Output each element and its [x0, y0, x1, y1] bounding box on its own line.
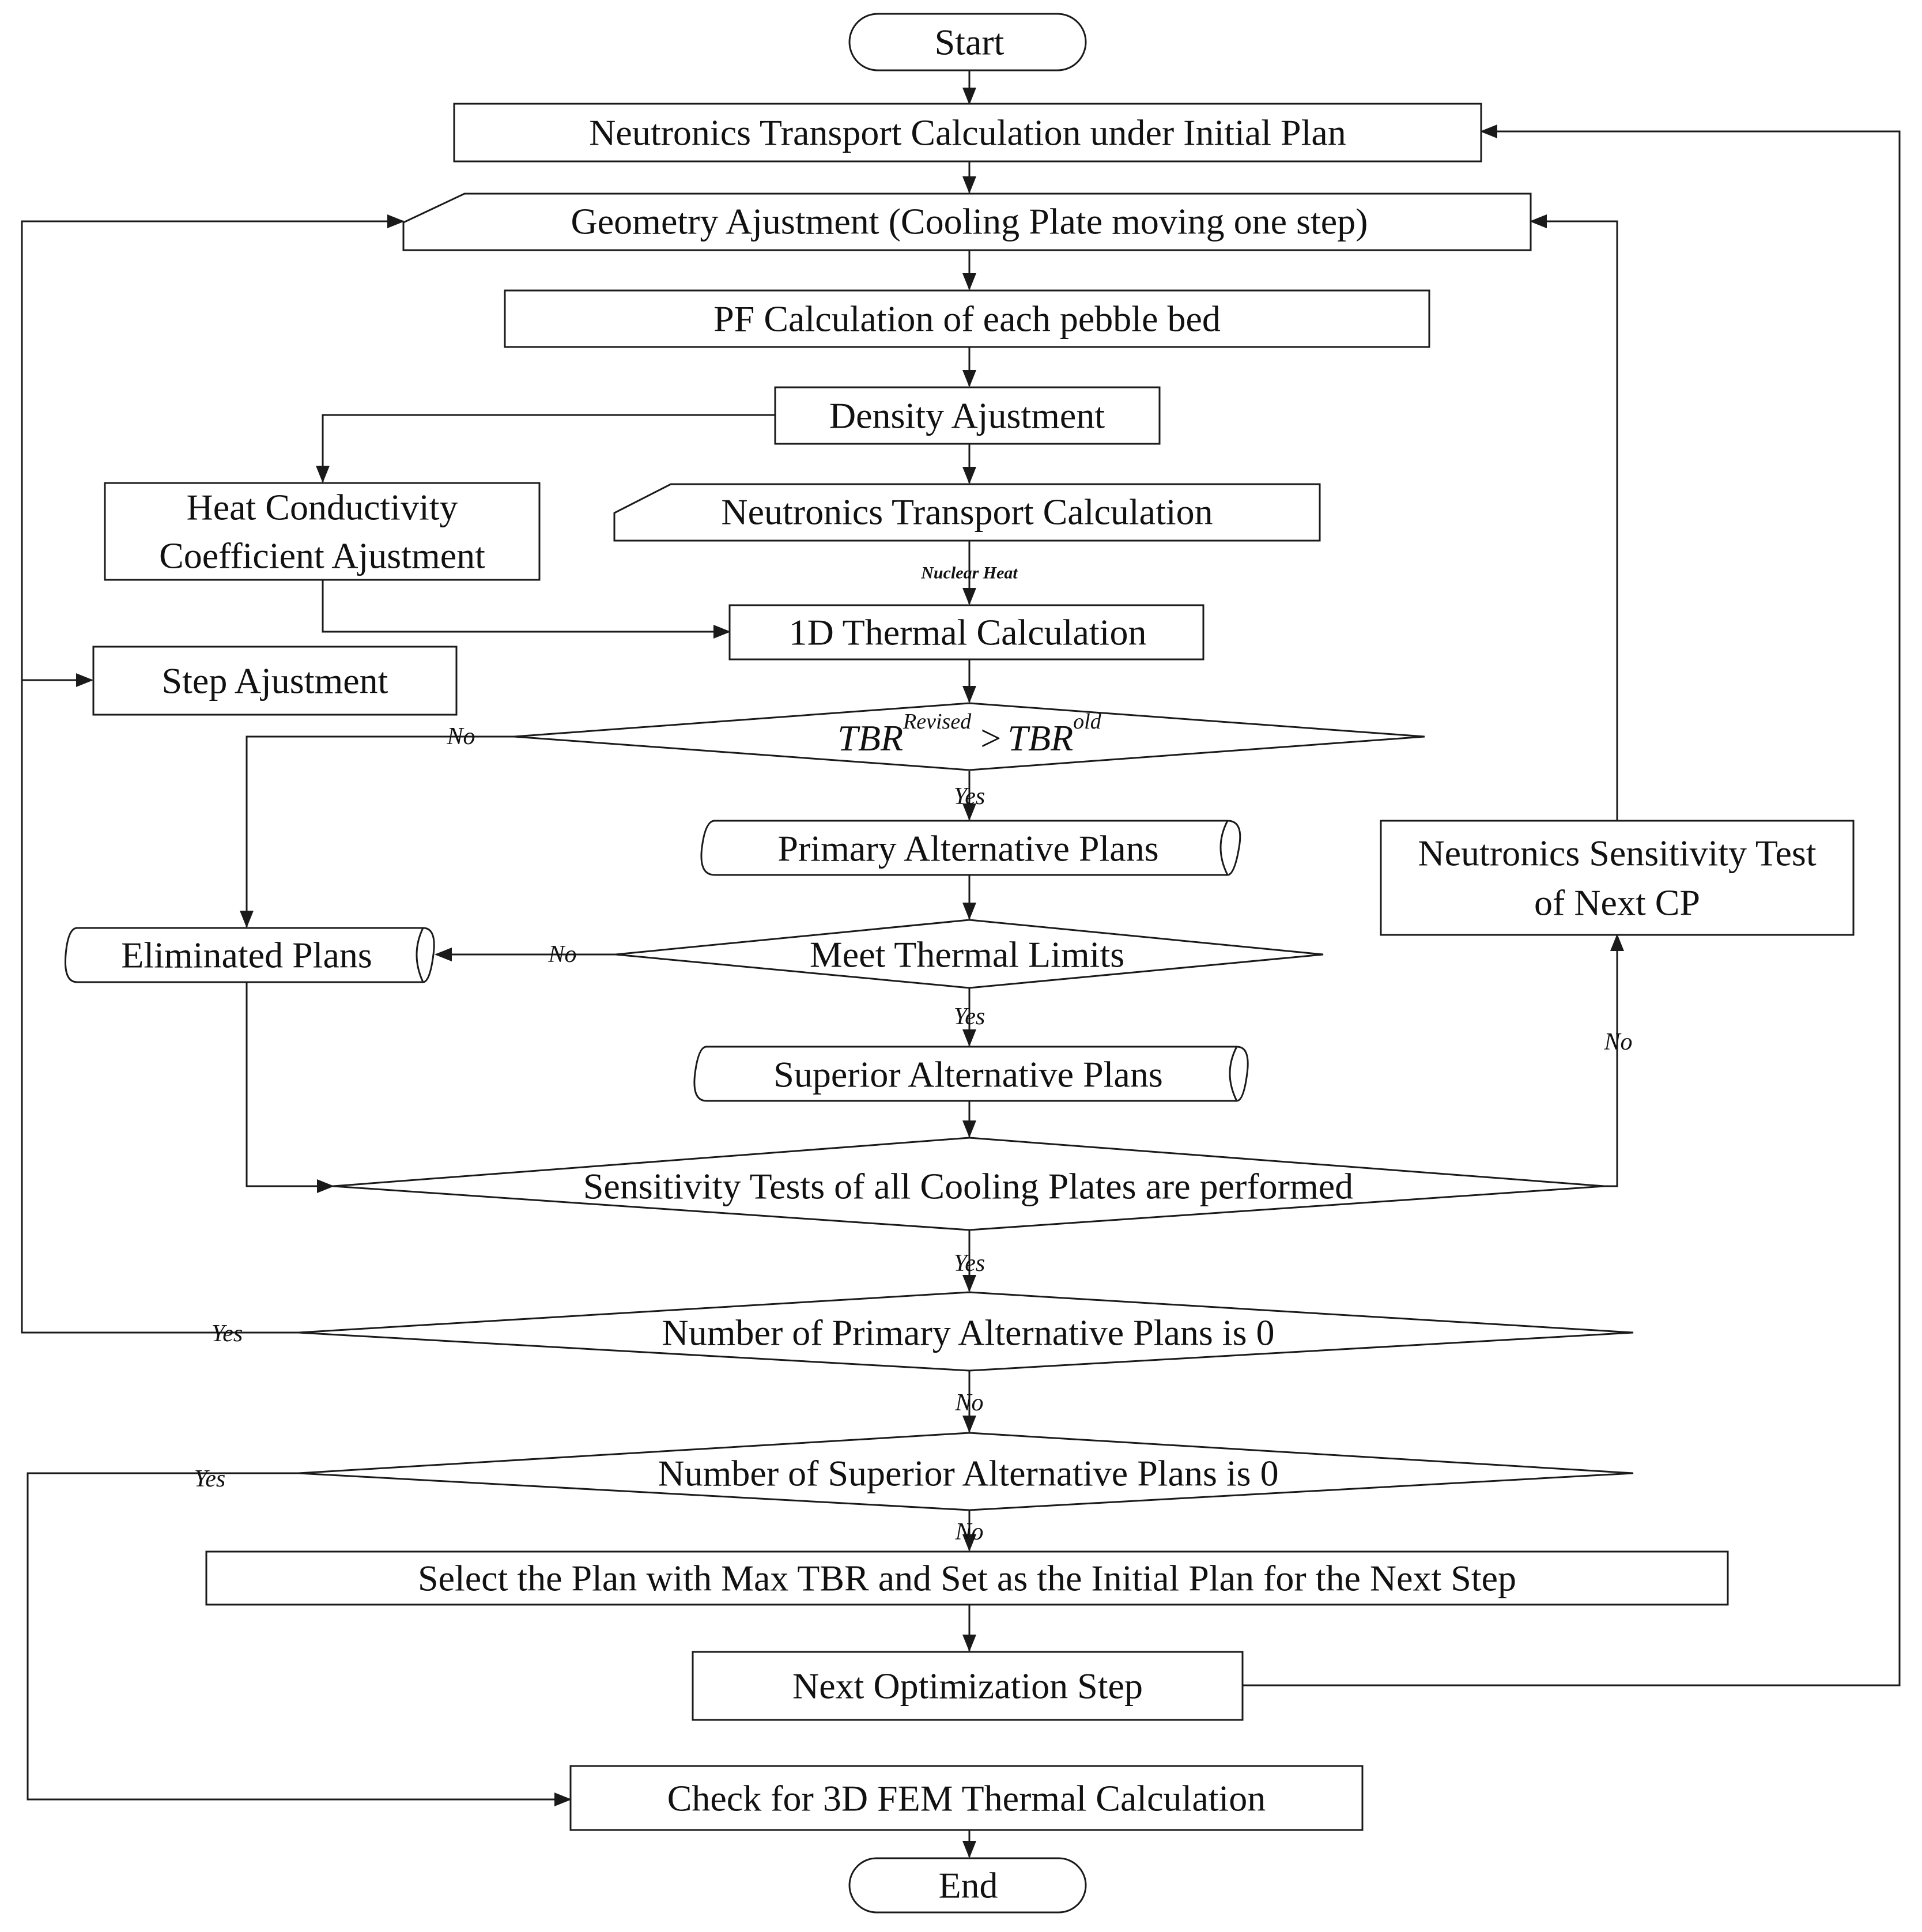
next-step-label: Next Optimization Step — [792, 1666, 1143, 1707]
sensitivity-all-node: Sensitivity Tests of all Cooling Plates … — [333, 1137, 1605, 1231]
edge-superior-yes-to-check3d — [27, 1472, 572, 1806]
edge-primary-yes-loop — [21, 214, 405, 1334]
pf-calculation-node: PF Calculation of each pebble bed — [504, 289, 1430, 348]
density-adjustment-label: Density Ajustment — [829, 395, 1105, 436]
pf-calculation-label: PF Calculation of each pebble bed — [713, 299, 1221, 339]
primary-zero-node: Number of Primary Alternative Plans is 0 — [298, 1291, 1634, 1372]
step-adjustment-node: Step Ajustment — [92, 646, 458, 716]
select-plan-node: Select the Plan with Max TBR and Set as … — [205, 1550, 1729, 1606]
start-label: Start — [935, 22, 1005, 63]
superior-zero-node: Number of Superior Alternative Plans is … — [298, 1432, 1634, 1511]
superior-no-label: No — [954, 1519, 983, 1545]
step-adjustment-label: Step Ajustment — [162, 661, 388, 701]
check-3d-label: Check for 3D FEM Thermal Calculation — [667, 1778, 1266, 1819]
tbr-yes-label: Yes — [954, 783, 985, 810]
superior-plans-label: Superior Alternative Plans — [773, 1054, 1162, 1095]
transport-initial-node: Neutronics Transport Calculation under I… — [453, 103, 1482, 163]
next-step-node: Next Optimization Step — [692, 1651, 1244, 1721]
primary-yes-label: Yes — [212, 1320, 243, 1347]
sensitivity-next-node: Neutronics Sensitivity Test of Next CP — [1380, 820, 1855, 936]
meet-thermal-label: Meet Thermal Limits — [810, 934, 1124, 975]
thermal-yes-label: Yes — [954, 1003, 985, 1030]
sens-no-label: No — [1603, 1029, 1632, 1055]
edge-next-step-to-transport — [1243, 124, 1901, 1686]
edge-density-to-heat-cond — [316, 414, 775, 483]
tbr-rhs: TBR — [1007, 718, 1073, 759]
tbr-rhs-sup: old — [1073, 710, 1102, 734]
geometry-adjustment-node: Geometry Ajustment (Cooling Plate moving… — [402, 193, 1532, 251]
tbr-compare-label: TBRRevised>TBRold — [837, 710, 1101, 759]
edge-heat-cond-to-thermal — [322, 580, 731, 639]
geometry-adjustment-label: Geometry Ajustment (Cooling Plate moving… — [571, 201, 1368, 242]
primary-zero-label: Number of Primary Alternative Plans is 0 — [662, 1312, 1275, 1353]
eliminated-plans-label: Eliminated Plans — [121, 935, 372, 976]
eliminated-plans-node: Eliminated Plans — [64, 927, 435, 983]
transport-calc-label: Neutronics Transport Calculation — [721, 492, 1213, 533]
sensitivity-next-label-2: of Next CP — [1534, 882, 1700, 923]
sensitivity-all-label: Sensitivity Tests of all Cooling Plates … — [583, 1166, 1353, 1207]
meet-thermal-node: Meet Thermal Limits — [615, 919, 1324, 989]
tbr-operator: > — [978, 718, 1003, 759]
sens-yes-label: Yes — [954, 1250, 985, 1277]
end-label: End — [938, 1865, 998, 1906]
nuclear-heat-label: Nuclear Heat — [920, 564, 1018, 583]
edge-eliminated-to-sens-all — [246, 982, 334, 1193]
primary-plans-label: Primary Alternative Plans — [777, 828, 1158, 869]
start-node: Start — [848, 13, 1087, 71]
sensitivity-next-label-1: Neutronics Sensitivity Test — [1418, 833, 1816, 874]
density-adjustment-node: Density Ajustment — [774, 386, 1161, 445]
tbr-lhs: TBR — [837, 718, 903, 759]
thermal-1d-label: 1D Thermal Calculation — [789, 612, 1147, 653]
transport-initial-label: Neutronics Transport Calculation under I… — [589, 112, 1346, 153]
edge-tbr-no-to-eliminated — [240, 735, 514, 928]
heat-conductivity-node: Heat Conductivity Coefficient Ajustment — [104, 482, 541, 581]
primary-plans-node: Primary Alternative Plans — [700, 820, 1241, 876]
heat-conductivity-label-1: Heat Conductivity — [186, 487, 458, 528]
transport-calc-node: Neutronics Transport Calculation — [613, 483, 1321, 542]
tbr-lhs-sup: Revised — [903, 710, 972, 734]
superior-plans-node: Superior Alternative Plans — [693, 1046, 1249, 1102]
thermal-1d-node: 1D Thermal Calculation — [728, 604, 1204, 661]
tbr-no-label: No — [446, 723, 475, 750]
select-plan-label: Select the Plan with Max TBR and Set as … — [418, 1558, 1516, 1599]
end-node: End — [848, 1857, 1087, 1914]
check-3d-node: Check for 3D FEM Thermal Calculation — [569, 1765, 1364, 1831]
primary-no-label: No — [954, 1390, 983, 1416]
edge-next-cp-to-geometry — [1530, 214, 1618, 821]
tbr-compare-node: TBRRevised>TBRold — [513, 702, 1425, 771]
heat-conductivity-label-2: Coefficient Ajustment — [159, 535, 485, 576]
superior-yes-label: Yes — [194, 1466, 226, 1492]
thermal-no-label: No — [547, 941, 576, 968]
superior-zero-label: Number of Superior Alternative Plans is … — [658, 1453, 1278, 1494]
edge-sens-no-to-next-cp — [1604, 934, 1624, 1187]
edges — [21, 70, 1901, 1858]
